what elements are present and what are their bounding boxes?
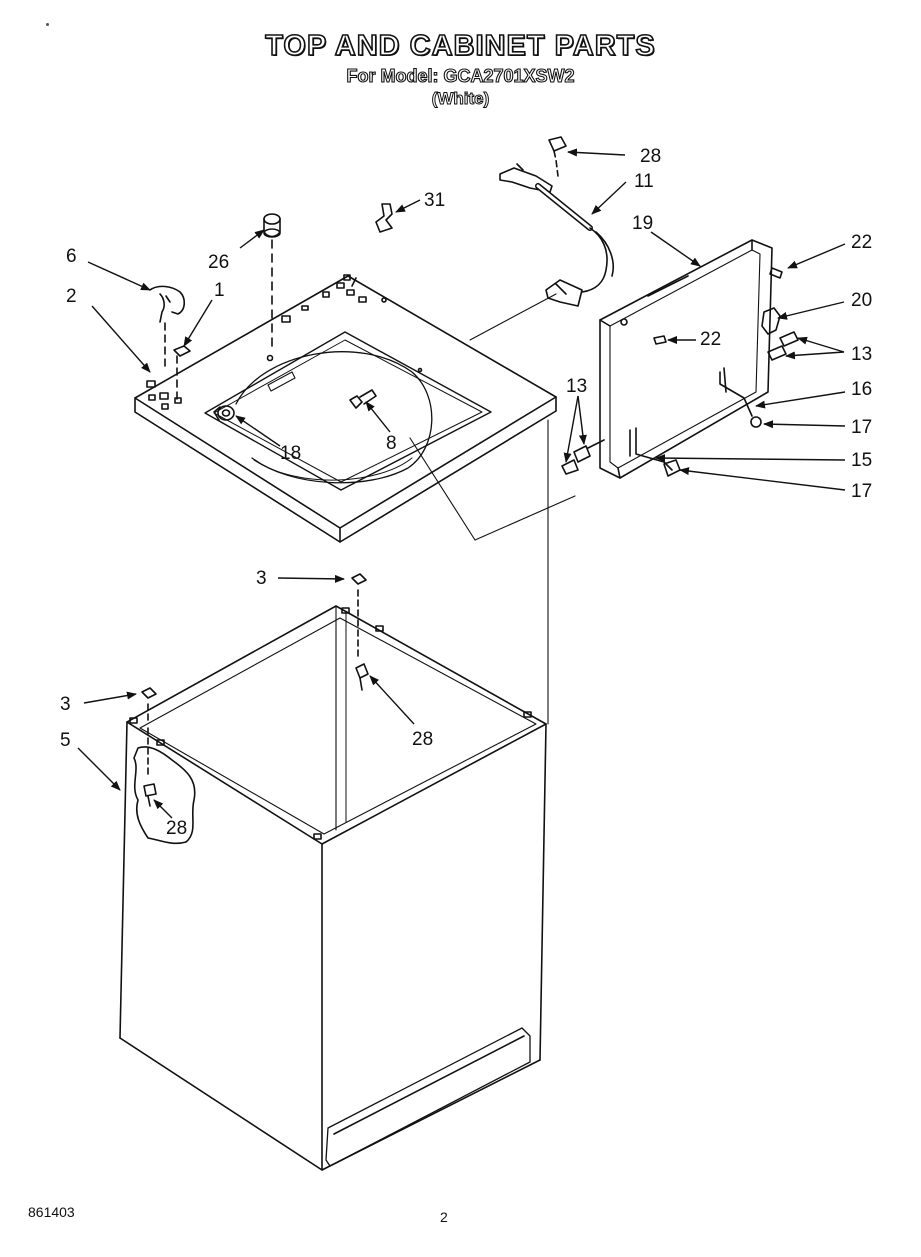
callout-17-b: 17 [851,481,872,502]
callout-2: 2 [66,286,77,307]
part-3-clip-lower [141,687,157,723]
part-31-clip [375,203,393,233]
part-28-screw-cabinet [355,663,369,691]
top-panel [134,274,557,543]
callout-3-upper: 3 [256,568,267,589]
page-number: 2 [440,1209,448,1225]
callout-13-left: 13 [566,376,587,397]
callout-28-top: 28 [640,146,661,167]
callout-8: 8 [386,433,397,454]
part-17-connector-a [750,416,762,428]
callout-1: 1 [214,280,225,301]
callout-31: 31 [424,190,445,211]
callout-16: 16 [851,379,872,400]
part-11-wire-harness [499,163,614,307]
callout-22-top: 22 [851,232,872,253]
part-5-cabinet [119,605,547,1171]
callout-26: 26 [208,252,229,273]
part-13-bolts-left [561,439,605,475]
callout-28-cutaway: 28 [166,818,187,839]
part-18-hinge [213,405,235,421]
cabinet-cutaway [133,746,196,845]
part-3-clip-upper [351,573,367,661]
callout-17-a: 17 [851,417,872,438]
callout-11: 11 [634,171,654,192]
callout-20: 20 [851,290,872,311]
part-22-screw-b [653,335,667,345]
callout-22-mid: 22 [700,329,721,350]
part-8-bolt [349,389,377,409]
model-line: For Model: GCA2701XSW2 [346,65,575,86]
callout-19: 19 [632,213,653,234]
callout-15: 15 [851,450,872,471]
callout-6: 6 [66,246,77,267]
part-19-console-frame [599,239,773,479]
part-6-clip [149,285,186,323]
callout-labels: 28 11 31 19 22 6 26 1 2 20 22 13 13 16 1… [60,146,872,839]
scan-speck [46,23,49,26]
callout-5: 5 [60,730,71,751]
variant-line: (White) [431,89,490,109]
part-15-wire [629,427,673,471]
part-22-screw-a [769,267,783,279]
part-1-clip [164,322,191,405]
callout-3-lower: 3 [60,694,71,715]
part-20-switch [761,307,781,335]
part-26-plug [263,213,281,351]
diagram-title: TOP AND CABINET PARTS [264,29,656,63]
callout-28-cabinet: 28 [412,729,433,750]
callout-13-right: 13 [851,344,872,365]
document-number: 861403 [28,1204,75,1220]
part-16-wire [719,367,753,417]
part-28-screw-cutaway [143,727,157,807]
part-28-screw-top [548,136,567,177]
part-17-connector-b [663,459,681,477]
callout-18: 18 [280,443,301,464]
